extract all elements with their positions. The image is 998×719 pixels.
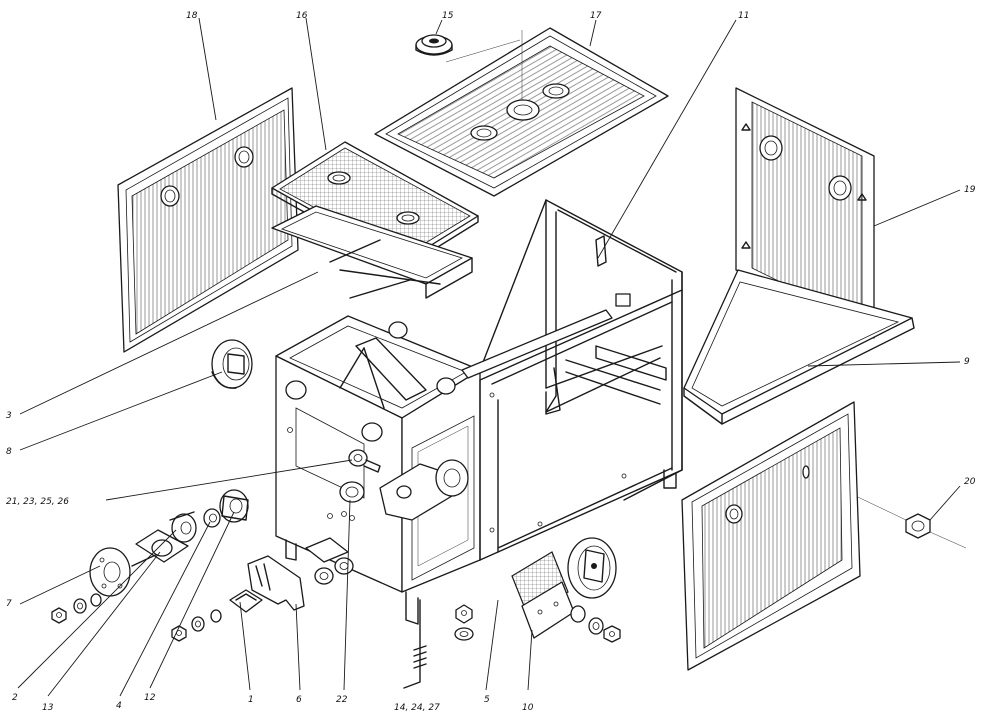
part-21-hub (348, 449, 381, 473)
label-12: 12 (144, 693, 156, 703)
part-17-large-top-lid (374, 27, 669, 197)
part-labels: 18 16 15 17 11 19 9 20 3 8 21, 23, 25, 2… (6, 11, 976, 713)
part-4-bushing (203, 508, 221, 528)
front-right-door-panel (681, 401, 861, 671)
part-15-grommet (415, 34, 453, 56)
part-13-shaft-coupling (131, 529, 189, 567)
label-13: 13 (42, 703, 54, 713)
label-18: 18 (186, 11, 198, 21)
nut-washer-below (454, 604, 474, 641)
washer-nut-set-left (51, 593, 102, 624)
label-22: 22 (336, 695, 348, 705)
label-16: 16 (296, 11, 308, 21)
leader-lines (17, 17, 961, 697)
label-17: 17 (590, 11, 602, 21)
part-10-round-cover (567, 537, 617, 599)
label-15: 15 (442, 11, 454, 21)
label-19: 19 (964, 185, 976, 195)
label-4: 4 (116, 701, 122, 711)
part-9-base-tray (683, 269, 915, 425)
mounting-bracket-plate (379, 459, 469, 521)
washer-nut-set-right (570, 605, 621, 643)
label-2: 2 (12, 693, 18, 703)
label-11: 11 (738, 11, 749, 21)
label-9: 9 (964, 357, 970, 367)
label-5: 5 (484, 695, 490, 705)
part-18-left-side-panel (117, 87, 299, 353)
label-1: 1 (248, 695, 254, 705)
label-6: 6 (296, 695, 302, 705)
part-6-shaped-plate (247, 555, 305, 611)
part-2-hub (169, 511, 197, 543)
label-8: 8 (6, 447, 12, 457)
part-12-bracket (219, 489, 249, 523)
part-7-flange-disc (89, 547, 131, 597)
label-10: 10 (522, 703, 534, 713)
label-20: 20 (964, 477, 976, 487)
label-7: 7 (6, 599, 12, 609)
valve-fittings (305, 537, 354, 585)
part-14-pin (403, 599, 427, 689)
washer-nut-set-center (171, 609, 222, 642)
gasket-under-lid (271, 205, 473, 299)
label-14-24-27: 14, 24, 27 (394, 703, 440, 713)
support-frame (461, 199, 683, 561)
part-19-right-rear-panel (735, 87, 875, 339)
part-8-cover-disc (211, 339, 253, 389)
label-21-23-25-26: 21, 23, 25, 26 (6, 497, 69, 507)
label-3: 3 (6, 411, 12, 421)
